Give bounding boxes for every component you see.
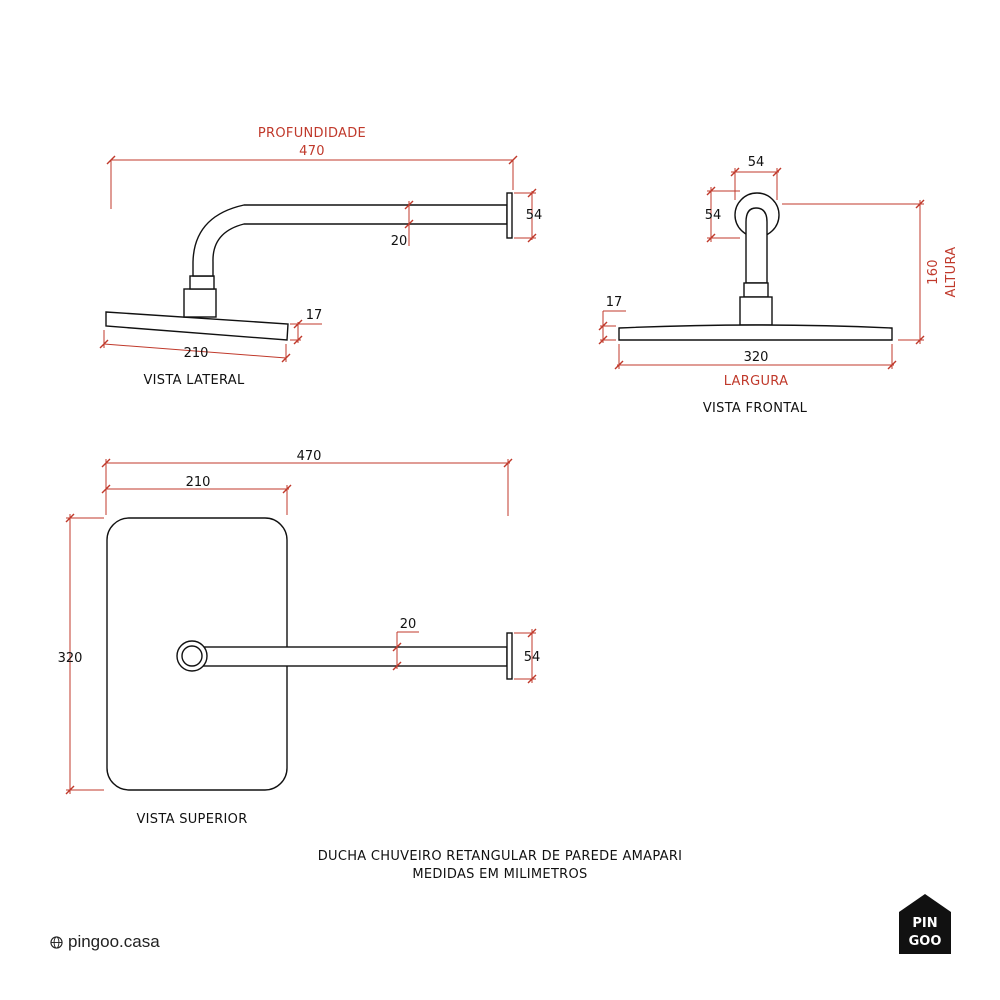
top-arm-diameter: 20 xyxy=(400,617,417,632)
top-view-label: VISTA SUPERIOR xyxy=(136,812,247,827)
side-plate-length: 210 xyxy=(184,346,209,361)
front-flange-height: 54 xyxy=(705,208,722,223)
brand-site-text: pingoo.casa xyxy=(68,932,160,951)
side-plate-thickness: 17 xyxy=(306,308,323,323)
top-arm xyxy=(196,646,508,667)
front-width-title: LARGURA xyxy=(724,374,789,389)
side-arm xyxy=(192,204,508,277)
top-connector-inner xyxy=(181,645,203,667)
front-nut xyxy=(743,282,769,298)
globe-icon xyxy=(50,935,63,949)
front-height-value: 160 xyxy=(926,259,941,285)
side-depth-title: PROFUNDIDADE xyxy=(258,126,366,141)
brand-site: pingoo.casa xyxy=(50,932,160,952)
footer-title: DUCHA CHUVEIRO RETANGULAR DE PAREDE AMAP… xyxy=(317,849,683,864)
side-shower-plate xyxy=(105,311,289,341)
top-wall-plate xyxy=(506,632,513,680)
front-height-title: ALTURA xyxy=(944,246,959,297)
top-plate-width: 320 xyxy=(58,651,83,666)
side-arm-diameter: 20 xyxy=(391,234,408,249)
logo-line2: GOO xyxy=(909,934,942,949)
top-total-depth: 470 xyxy=(297,449,322,464)
front-flange-width: 54 xyxy=(748,155,765,170)
side-nut xyxy=(189,275,215,290)
side-view-label: VISTA LATERAL xyxy=(143,373,245,388)
front-shower-plate xyxy=(618,324,893,341)
top-wall-plate-dim: 54 xyxy=(524,650,541,665)
logo-line1: PIN xyxy=(912,916,937,931)
front-width-value: 320 xyxy=(744,350,769,365)
front-view: 54 54 17 160 ALTURA 320 LARGURA VISTA FR… xyxy=(598,155,959,416)
front-plate-thickness: 17 xyxy=(606,295,623,310)
front-arm xyxy=(745,207,768,284)
front-connector xyxy=(739,296,773,326)
side-view: PROFUNDIDADE 470 20 54 17 210 VISTA LATE… xyxy=(99,126,543,388)
side-connector xyxy=(183,288,217,318)
pingoo-logo: PIN GOO xyxy=(899,894,951,954)
side-wall-plate xyxy=(506,192,513,239)
top-view: 470 210 320 20 54 VISTA SUPERIOR xyxy=(58,449,541,827)
footer-subtitle: MEDIDAS EM MILIMETROS xyxy=(412,867,588,882)
front-view-label: VISTA FRONTAL xyxy=(703,401,808,416)
top-plate-depth: 210 xyxy=(186,475,211,490)
side-depth-value: 470 xyxy=(299,144,325,159)
side-wall-plate-dim: 54 xyxy=(526,208,543,223)
